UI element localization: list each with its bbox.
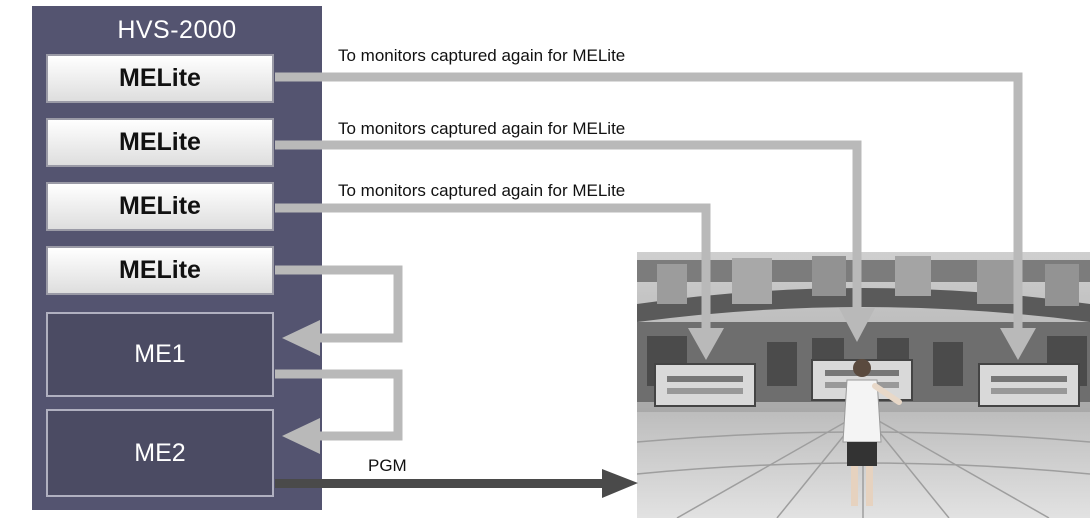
monitor-label-1: To monitors captured again for MELite (338, 46, 626, 65)
pgm-arrow (275, 469, 638, 498)
melite-block-1: MELite (46, 54, 274, 103)
monitor-label-3: To monitors captured again for MELite (338, 181, 626, 200)
panel-title: HVS-2000 (117, 16, 237, 44)
melite-block-3: MELite (46, 182, 274, 231)
hvs-2000-panel: HVS-2000 MELite MELite MELite MELite ME1… (32, 6, 322, 510)
arrowhead-center-monitor (839, 308, 875, 342)
arrowhead-left-monitor (688, 328, 724, 360)
arrow-me1-to-me2 (275, 369, 403, 441)
me2-block: ME2 (46, 409, 274, 497)
arrowhead-me2 (282, 418, 320, 454)
arrow-melite-2-to-monitor (275, 140, 862, 310)
presenter-figure (842, 359, 902, 506)
me1-block: ME1 (46, 312, 274, 397)
arrowhead-me1 (282, 320, 320, 356)
pgm-label: PGM (368, 456, 407, 475)
melite-block-4: MELite (46, 246, 274, 295)
arrow-melite-1-to-monitor (275, 72, 1023, 330)
arrowhead-right-monitor (1000, 328, 1036, 360)
arrow-melite-3-to-monitor (275, 203, 711, 330)
arrow-melite-4-to-me1 (275, 265, 403, 343)
monitor-label-2: To monitors captured again for MELite (338, 119, 626, 138)
melite-block-2: MELite (46, 118, 274, 167)
